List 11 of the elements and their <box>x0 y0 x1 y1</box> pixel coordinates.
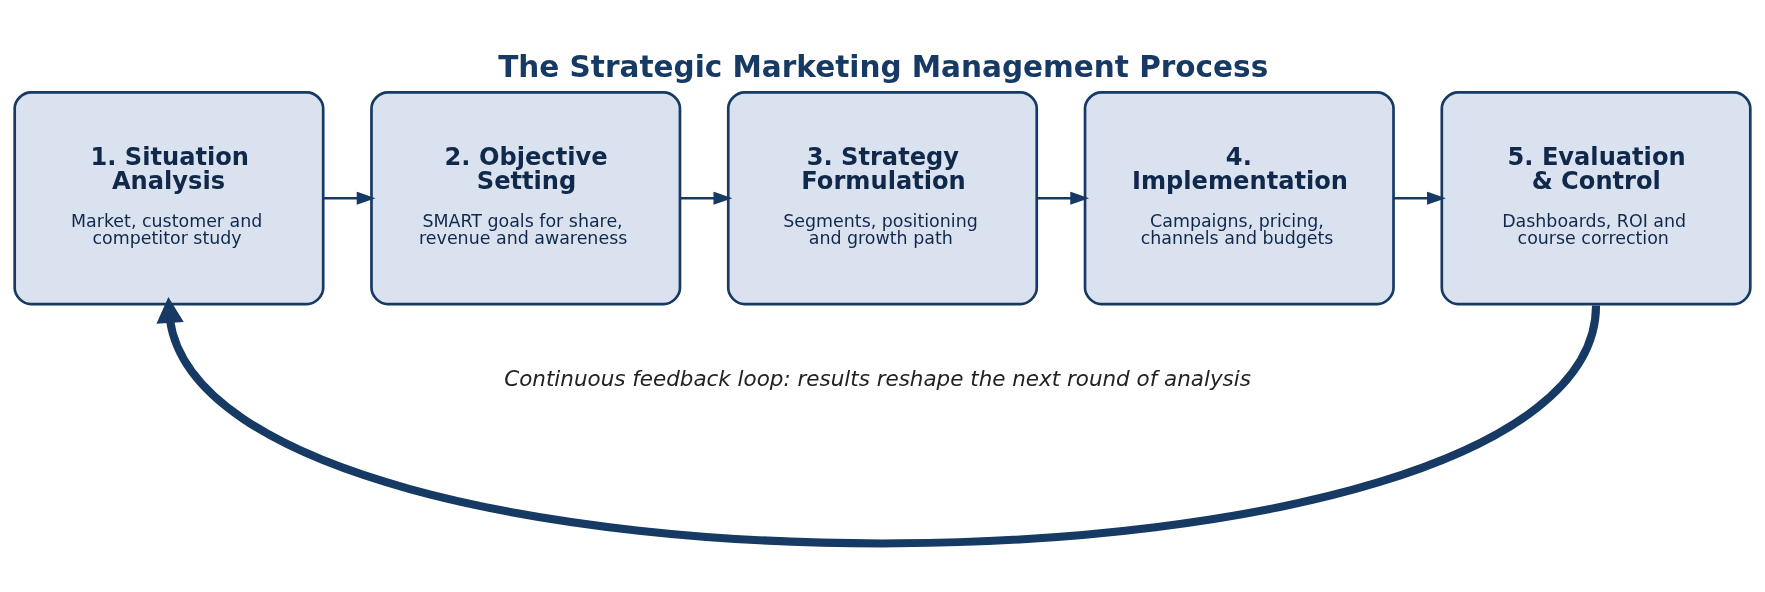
arrow <box>1037 191 1090 205</box>
node-box: 4. Implementation Campaigns, pricing, channels and budgets <box>1083 90 1395 306</box>
arrow <box>323 191 376 205</box>
caption: Continuous feedback loop: results reshape the next round of analysis <box>504 365 1251 391</box>
node-box: 2. Objective Setting SMART goals for share, revenue and awareness <box>370 90 682 306</box>
arrow <box>1393 191 1446 205</box>
arrow <box>680 191 733 205</box>
node-box: 5. Evaluation & Control Dashboards, ROI and course correction <box>1440 90 1752 306</box>
node-box: 3. Strategy Formulation Segments, positioning and growth path <box>726 90 1039 306</box>
diagram-title: The Strategic Marketing Management Process <box>498 49 1269 84</box>
node-box: 1. Situation Analysis Market, customer and competitor study <box>13 90 325 306</box>
